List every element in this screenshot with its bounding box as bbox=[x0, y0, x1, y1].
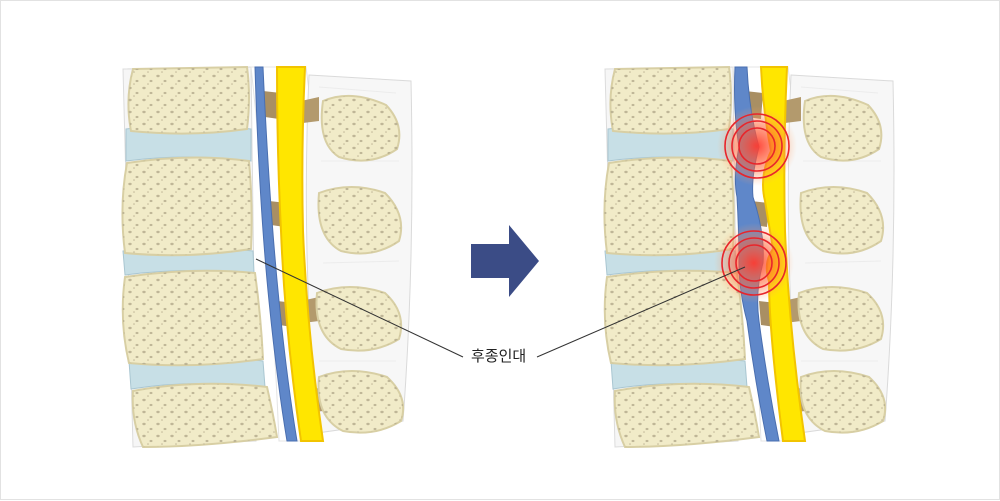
ossification-highlight-lower bbox=[714, 223, 794, 303]
spine-panel-normal bbox=[121, 66, 413, 448]
ossification-highlight-upper bbox=[717, 106, 797, 186]
leader-line-right bbox=[536, 266, 746, 358]
spinal-cord-normal bbox=[275, 66, 325, 442]
right-arrow-icon bbox=[471, 225, 539, 297]
ligament-normal bbox=[254, 66, 298, 442]
leader-line-left bbox=[255, 258, 464, 358]
ligament-label: 후종인대 bbox=[471, 347, 527, 365]
